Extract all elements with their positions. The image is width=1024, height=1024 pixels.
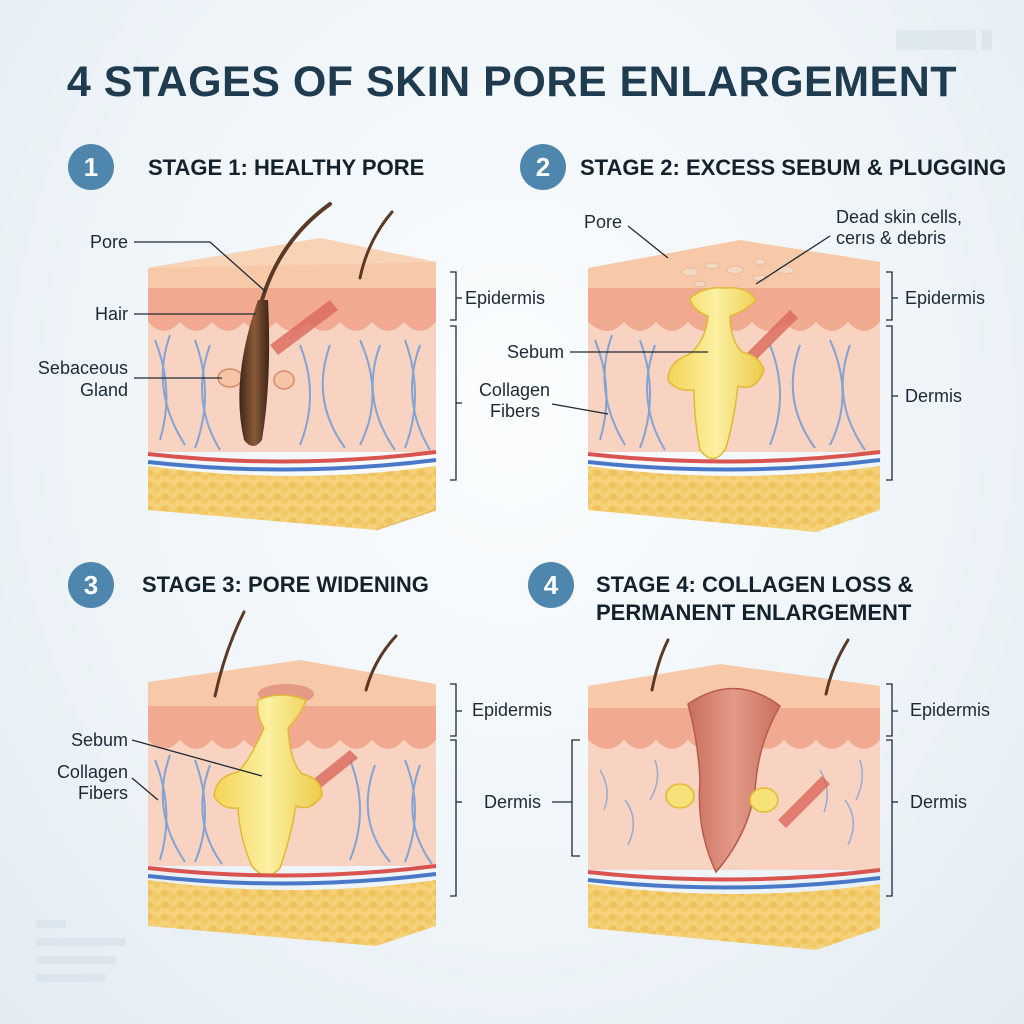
stage-4-epidermis-label: Epidermis bbox=[910, 700, 991, 720]
stage-2-debris-label-line2: cerıs & debris bbox=[836, 228, 947, 248]
stage-1-skin-block bbox=[147, 202, 437, 531]
stage-2-dermis-label: Dermis bbox=[905, 386, 962, 406]
stage-2-skin-block bbox=[587, 240, 881, 532]
stage-3-sebum-label: Sebum bbox=[70, 730, 128, 750]
stage-2-badge: 2 bbox=[520, 144, 566, 190]
decorative-bars bbox=[36, 920, 126, 982]
page-title: 4 STAGES OF SKIN PORE ENLARGEMENT bbox=[66, 58, 958, 106]
stage-3-badge: 3 bbox=[68, 562, 114, 608]
stage-1-gland-label-line1: Sebaceous bbox=[37, 358, 128, 378]
stage-2-sebum-label: Sebum bbox=[506, 342, 564, 362]
stage-1-title: STAGE 1: HEALTHY PORE bbox=[148, 155, 425, 180]
stage-4-title-line2: PERMANENT ENLARGEMENT bbox=[596, 600, 912, 625]
stage-1-hair-label: Hair bbox=[94, 304, 128, 324]
stage-3-dermis-label: Dermis bbox=[484, 792, 541, 812]
stage-1-collagen-label-line2: Fibers bbox=[489, 401, 540, 421]
stage-1-collagen-label-line1: Collagen bbox=[478, 380, 550, 400]
stage-2-pore-label: Pore bbox=[584, 212, 623, 232]
stage-2-title: STAGE 2: EXCESS SEBUM & PLUGGING bbox=[580, 155, 1007, 180]
stage-4-title-line1: STAGE 4: COLLAGEN LOSS & bbox=[596, 572, 914, 597]
stage-3-title: STAGE 3: PORE WIDENING bbox=[142, 572, 429, 597]
stage-4-badge: 4 bbox=[528, 562, 574, 608]
stage-2-epidermis-label: Epidermis bbox=[905, 288, 986, 308]
stage-1-badge: 1 bbox=[68, 144, 114, 190]
leader-lines bbox=[131, 225, 898, 897]
stage-2-debris-label-line1: Dead skin cells, bbox=[836, 207, 963, 227]
stage-4-skin-block bbox=[587, 638, 881, 950]
stage-3-epidermis-label: Epidermis bbox=[472, 700, 553, 720]
stage-3-collagen-label-line1: Collagen bbox=[56, 762, 128, 782]
stage-1-pore-label: Pore bbox=[89, 232, 128, 252]
stage-1-gland-label-line2: Gland bbox=[79, 380, 128, 400]
stage-3-collagen-label-line2: Fibers bbox=[77, 783, 128, 803]
stage-3-skin-block bbox=[147, 610, 437, 946]
stage-4-dermis-label: Dermis bbox=[910, 792, 967, 812]
decorative-header-bars bbox=[896, 30, 992, 50]
stage-1-epidermis-label: Epidermis bbox=[465, 288, 546, 308]
